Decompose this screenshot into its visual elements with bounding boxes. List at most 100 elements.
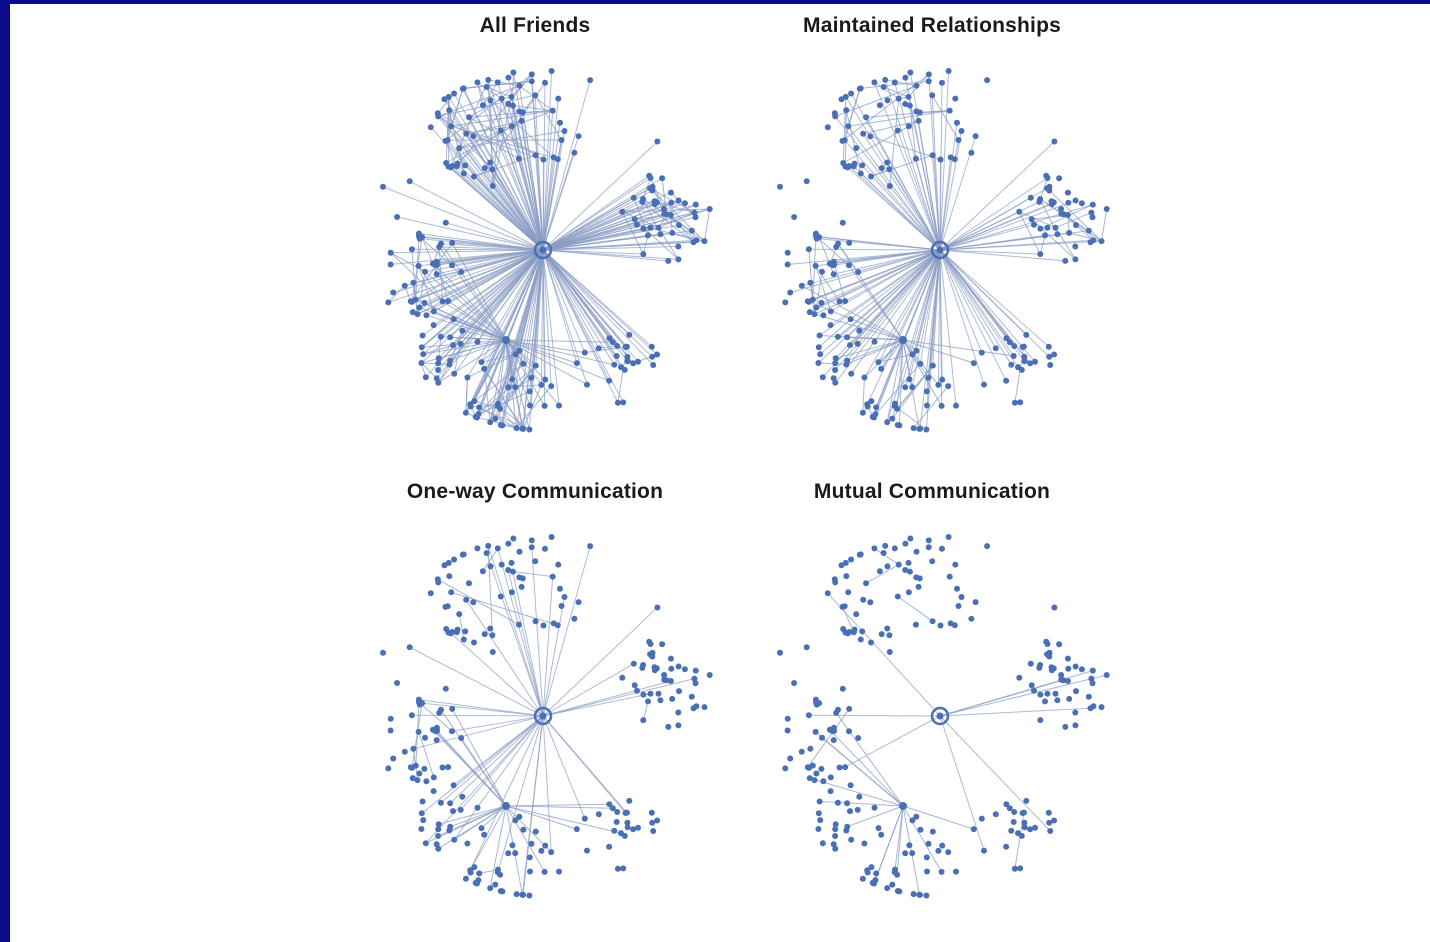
node [505, 74, 512, 81]
node [1010, 819, 1017, 825]
node [1052, 690, 1059, 697]
edge [846, 249, 941, 362]
node [935, 847, 942, 854]
node [1072, 256, 1079, 263]
node [474, 880, 480, 887]
node [542, 545, 548, 552]
edge [834, 249, 941, 384]
edge [939, 679, 1064, 717]
node [476, 870, 483, 877]
node [447, 823, 454, 830]
node [620, 865, 627, 872]
edge [865, 110, 950, 118]
edge [886, 339, 904, 423]
node [906, 102, 913, 109]
node [471, 864, 478, 871]
edge [462, 88, 544, 251]
node [913, 82, 920, 89]
node [433, 841, 440, 848]
node [519, 891, 526, 898]
node [690, 239, 697, 246]
edge [440, 709, 507, 807]
node [777, 649, 783, 656]
edge [542, 79, 591, 251]
node [665, 723, 672, 730]
node [945, 383, 952, 390]
node [419, 798, 426, 805]
edge [461, 249, 544, 332]
node [915, 117, 922, 124]
node [494, 79, 501, 86]
edge [469, 805, 507, 871]
node [925, 537, 932, 544]
node [654, 351, 661, 358]
node [513, 891, 520, 898]
network-graph [380, 534, 713, 899]
edge [512, 571, 553, 578]
edge [848, 265, 904, 341]
edge [486, 552, 544, 717]
node [1085, 693, 1092, 700]
node [675, 709, 682, 716]
node [561, 128, 568, 134]
node [846, 728, 852, 735]
node [1021, 819, 1028, 826]
node [584, 847, 590, 854]
node [929, 92, 936, 99]
node [446, 573, 453, 580]
edge [531, 547, 544, 717]
node [648, 343, 655, 350]
node [520, 826, 527, 833]
node [456, 611, 463, 618]
node [380, 183, 386, 190]
node [614, 809, 621, 815]
edge [453, 249, 544, 320]
edge [939, 249, 1012, 366]
node [654, 817, 661, 824]
node [462, 875, 469, 882]
node [464, 840, 471, 847]
node [701, 238, 708, 245]
node [649, 653, 656, 660]
node [657, 697, 664, 704]
node [871, 338, 878, 345]
node [929, 618, 936, 625]
node [508, 559, 515, 566]
node [444, 603, 451, 610]
node [571, 615, 578, 622]
node [834, 799, 841, 806]
node [1023, 797, 1030, 804]
edge [542, 130, 565, 251]
edge [447, 300, 507, 341]
node [886, 632, 893, 639]
node [575, 133, 582, 140]
node [832, 826, 839, 833]
node [706, 672, 713, 678]
edge [641, 201, 694, 243]
edge [801, 285, 904, 341]
edge [451, 708, 507, 807]
edge [642, 701, 649, 721]
node [854, 340, 861, 347]
node [891, 79, 898, 86]
node [509, 842, 516, 849]
node [917, 360, 924, 367]
node [423, 778, 430, 785]
edge [939, 203, 1052, 251]
node [449, 705, 456, 712]
edge [939, 249, 957, 406]
node [923, 426, 930, 433]
edge [449, 715, 544, 804]
node [970, 826, 977, 833]
node [606, 377, 613, 384]
node [432, 728, 439, 735]
node [419, 332, 426, 339]
edge [844, 715, 941, 768]
node [1073, 688, 1079, 695]
node [427, 590, 434, 597]
node [992, 345, 999, 352]
node [606, 335, 613, 342]
node [1089, 667, 1096, 674]
node [481, 365, 488, 372]
edge [418, 702, 453, 732]
